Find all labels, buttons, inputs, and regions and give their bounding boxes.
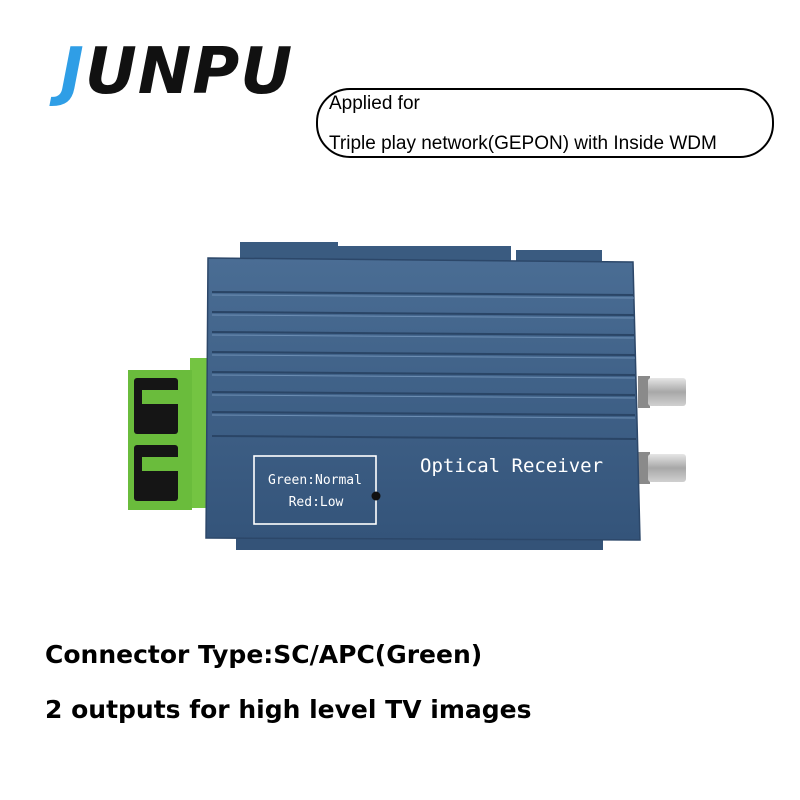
connector-port-top xyxy=(134,378,178,434)
device-illustration: Green:Normal Red:Low Optical Receiver xyxy=(128,242,686,550)
f-connector-bottom xyxy=(648,454,686,482)
brand-logo: JUNPU xyxy=(60,40,293,104)
applied-for-label: Applied for xyxy=(329,93,420,114)
optical-receiver-device: Green:Normal Red:Low Optical Receiver xyxy=(128,240,688,560)
logo-letters: UNPU xyxy=(84,35,294,109)
status-label-low: Red:Low xyxy=(289,495,344,510)
cooling-fins xyxy=(211,291,637,440)
device-body xyxy=(205,257,641,541)
f-connector-base-top xyxy=(638,376,650,408)
status-panel-border xyxy=(253,455,377,525)
status-led xyxy=(371,491,381,501)
connector-port-bottom xyxy=(134,445,178,501)
applied-for-description: Triple play network(GEPON) with Inside W… xyxy=(329,133,717,154)
f-connector-base-bottom xyxy=(638,452,650,484)
connector-latch-bottom xyxy=(142,457,178,471)
fin-highlights xyxy=(211,294,636,419)
device-title-label: Optical Receiver xyxy=(420,455,603,477)
bottom-tab-right xyxy=(523,540,603,550)
connector-type-caption: Connector Type:SC/APC(Green) xyxy=(45,640,483,669)
logo-letter-j: J xyxy=(60,35,85,109)
f-connector-top xyxy=(648,378,686,406)
status-label-normal: Green:Normal xyxy=(268,473,362,488)
connector-latch-top xyxy=(142,390,178,404)
outputs-caption: 2 outputs for high level TV images xyxy=(45,695,532,724)
applied-for-callout: Applied for Triple play network(GEPON) w… xyxy=(316,88,774,158)
